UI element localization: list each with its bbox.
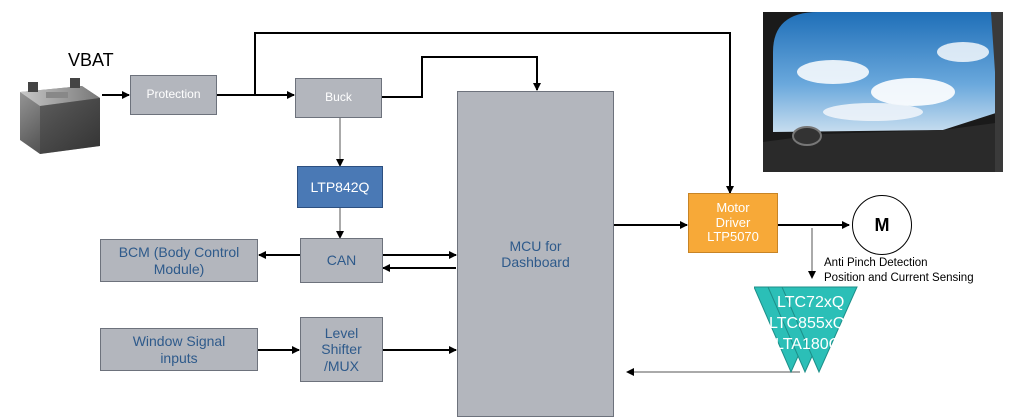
protection-block: Protection [130, 75, 217, 115]
mcu-label: MCU for Dashboard [501, 237, 570, 270]
motor-icon: M [852, 195, 912, 255]
buck-block: Buck [295, 78, 382, 118]
level-shifter-label: Level Shifter /MUX [321, 325, 362, 374]
protection-label: Protection [146, 87, 201, 102]
bcm-label: BCM (Body Control Module) [118, 244, 240, 277]
ltp842q-label: LTP842Q [310, 178, 370, 195]
buck-label: Buck [325, 90, 352, 105]
window-signal-label: Window Signal inputs [132, 333, 226, 366]
bcm-block: BCM (Body Control Module) [100, 239, 258, 282]
motor-driver-label: Motor Driver LTP5070 [707, 199, 759, 245]
motor-label: M [874, 214, 890, 235]
vbat-label: VBAT [68, 50, 114, 70]
sensing-label: Position and Current Sensing [824, 272, 974, 284]
mcu-block: MCU for Dashboard [457, 91, 614, 417]
level-shifter-block: Level Shifter /MUX [300, 317, 383, 382]
car-window-photo [763, 12, 1003, 172]
op-amp-triangles-icon [753, 284, 864, 374]
ltp842q-block: LTP842Q [297, 166, 383, 208]
anti-pinch-label: Anti Pinch Detection [824, 257, 928, 269]
sensor-part-1: LTC72xQ [777, 294, 845, 311]
sensor-part-3: LTA180Q [775, 336, 842, 353]
sensor-part-2: LTC855xQ [769, 315, 846, 332]
can-block: CAN [300, 238, 383, 283]
window-signal-block: Window Signal inputs [100, 328, 258, 371]
car-battery-icon [12, 70, 102, 156]
can-label: CAN [326, 252, 357, 269]
motor-driver-block: Motor Driver LTP5070 [688, 193, 778, 253]
